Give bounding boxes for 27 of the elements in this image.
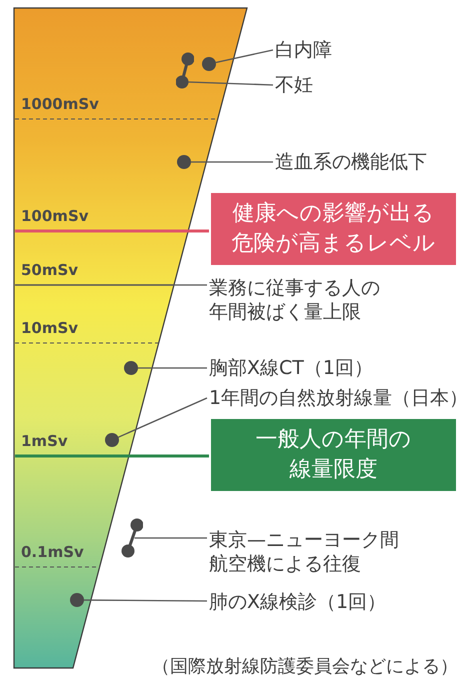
level-box: 一般人の年間の線量限度 <box>211 419 456 491</box>
dose-label: 50mSv <box>21 261 78 279</box>
leader-line <box>216 49 274 64</box>
leader-line <box>174 284 207 286</box>
callout-text: 胸部X線CT（1回） <box>209 356 449 380</box>
callout-text: 1年間の自然放射線量（日本） <box>209 386 467 410</box>
dose-label: 1mSv <box>21 432 68 450</box>
callout-text: 造血系の機能低下 <box>275 150 455 174</box>
leader-line <box>118 397 208 438</box>
level-box: 健康への影響が出る危険が高まるレベル <box>211 193 456 265</box>
dose-label: 1000mSv <box>21 95 99 113</box>
source-note: （国際放射線防護委員会などによる） <box>152 655 458 679</box>
leader-line <box>128 454 209 458</box>
dose-label: 0.1mSv <box>21 543 84 561</box>
callout-text: 東京—ニューヨーク間航空機による往復 <box>209 528 405 576</box>
leader-line <box>188 81 274 86</box>
callout-text: 不妊 <box>275 73 335 97</box>
leader-line <box>188 230 209 232</box>
leader-line <box>84 599 207 602</box>
leader-line <box>134 537 207 539</box>
callout-text: 業務に従事する人の年間被ばく量上限 <box>209 276 385 324</box>
callout-text: 白内障 <box>275 38 355 62</box>
range-marker <box>121 518 143 558</box>
dose-label: 10mSv <box>21 319 78 337</box>
range-marker <box>176 52 194 89</box>
callout-text: 肺のX線検診（1回） <box>209 590 429 614</box>
dose-label: 100mSv <box>21 207 89 225</box>
